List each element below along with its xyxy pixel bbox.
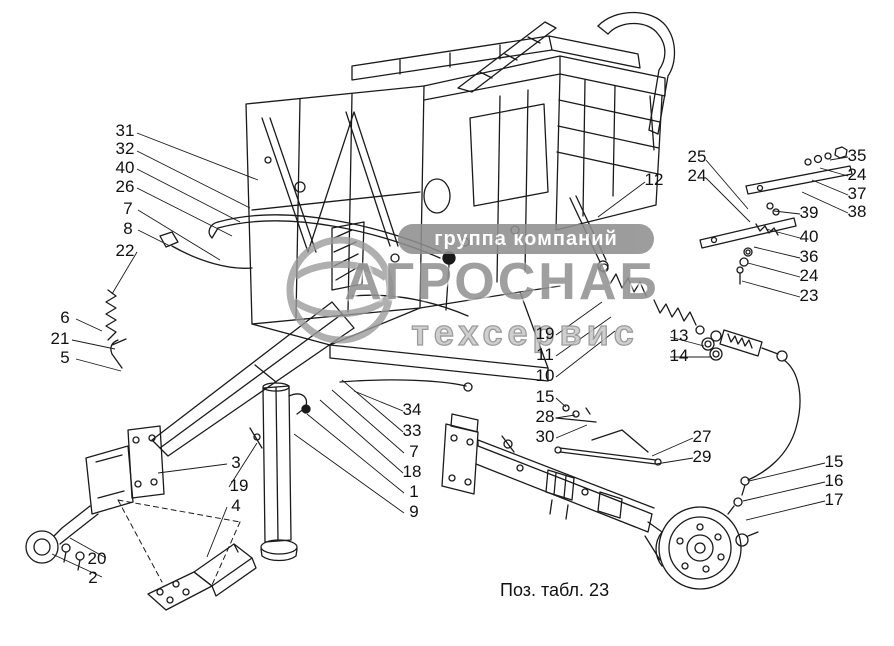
part-label: 7 <box>409 442 419 461</box>
part-label: 24 <box>847 165 867 184</box>
part-label: 21 <box>50 329 70 348</box>
part-label: 27 <box>692 427 712 446</box>
part-label: 20 <box>87 549 107 568</box>
part-label: 19 <box>229 476 249 495</box>
leader-lines <box>51 132 849 578</box>
part-label: 18 <box>402 462 422 481</box>
part-label: 39 <box>799 203 819 222</box>
part-label: 26 <box>115 177 135 196</box>
part-label: 19 <box>535 324 555 343</box>
part-label: 34 <box>402 400 422 419</box>
part-label: 6 <box>60 308 70 327</box>
part-label: 28 <box>535 407 555 426</box>
part-label: 3 <box>231 453 241 472</box>
part-label: 10 <box>535 366 555 385</box>
part-label: 15 <box>824 452 844 471</box>
part-label: 38 <box>847 202 867 221</box>
part-label: 37 <box>847 184 867 203</box>
table-reference-caption: Поз. табл. 23 <box>500 580 610 600</box>
part-label: 14 <box>669 346 689 365</box>
part-label: 32 <box>115 139 135 158</box>
part-label: 33 <box>402 421 422 440</box>
part-label: 40 <box>799 227 819 246</box>
part-label: 13 <box>669 326 689 345</box>
part-label: 4 <box>231 496 241 515</box>
part-label: 7 <box>123 199 133 218</box>
part-label: 1 <box>409 482 419 501</box>
part-label: 22 <box>115 241 135 260</box>
part-label: 23 <box>799 286 819 305</box>
part-label: 24 <box>799 266 819 285</box>
part-label: 29 <box>692 447 712 466</box>
part-label: 25 <box>687 147 707 166</box>
part-label: 17 <box>824 490 844 509</box>
part-label: 11 <box>536 345 554 364</box>
part-label: 30 <box>535 427 555 446</box>
part-label: 36 <box>799 247 819 266</box>
part-label: 24 <box>687 166 707 185</box>
part-label: 31 <box>115 121 135 140</box>
part-label: 5 <box>60 348 70 367</box>
part-label: 35 <box>847 146 867 165</box>
part-label: 40 <box>115 158 135 177</box>
part-label: 9 <box>409 502 419 521</box>
part-label: 12 <box>644 170 664 189</box>
part-label: 8 <box>123 219 133 238</box>
part-label: 15 <box>535 387 555 406</box>
part-label: 2 <box>88 568 98 587</box>
part-label: 16 <box>824 471 844 490</box>
